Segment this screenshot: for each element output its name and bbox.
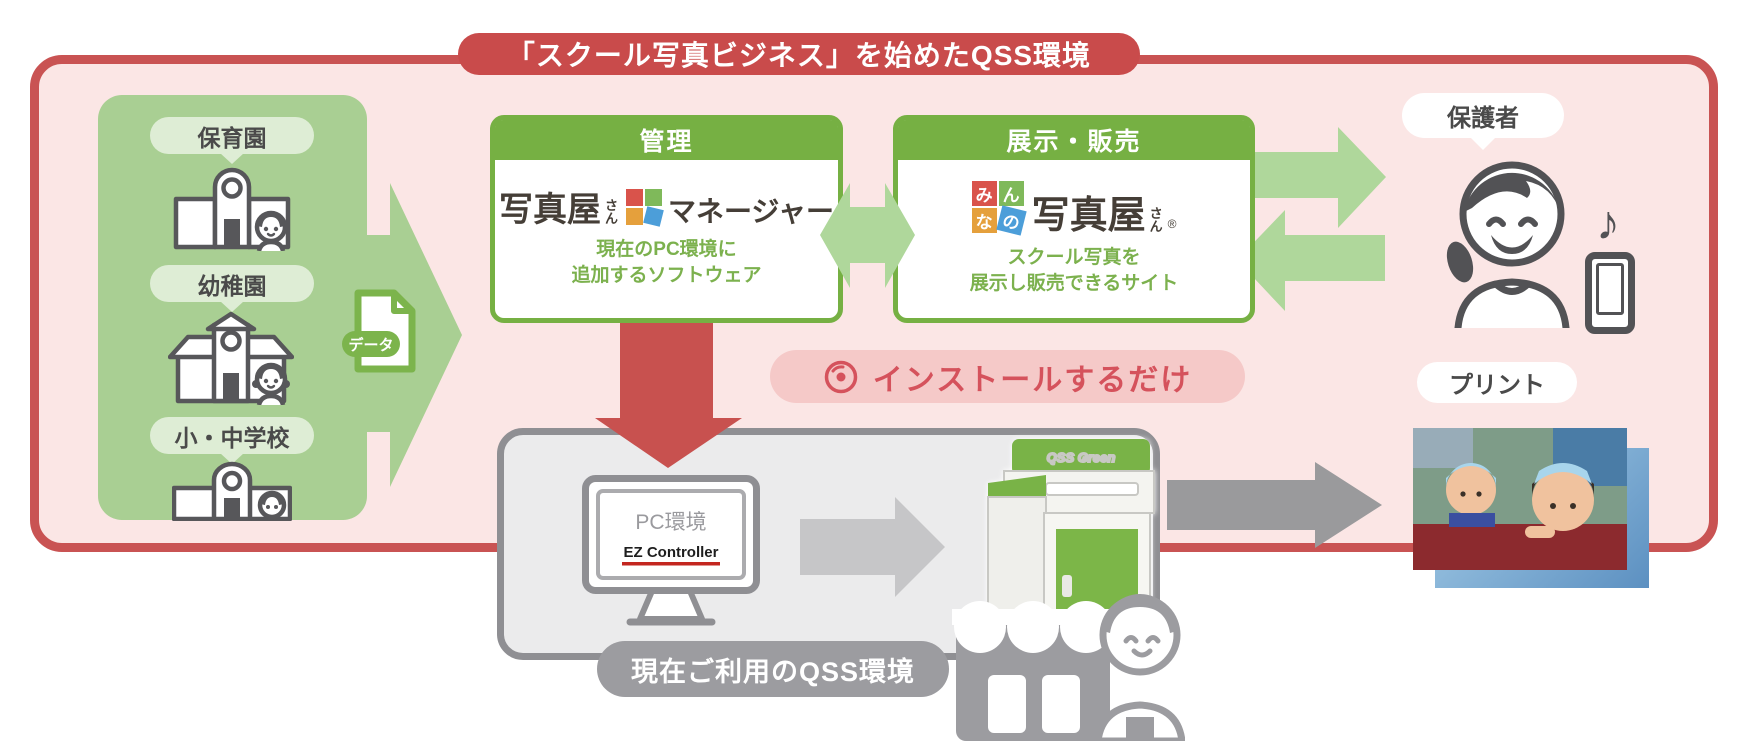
parent-label: 保護者 (1402, 93, 1564, 138)
manage-description: 現在のPC環境に 追加するソフトウェア (571, 239, 762, 286)
registered-mark: ® (1167, 217, 1177, 232)
install-label: インストールするだけ (872, 363, 1193, 397)
ez-controller-logo: EZ Controller (623, 544, 718, 561)
photo-shop-icon (952, 594, 1185, 741)
photo-print-front (1413, 428, 1627, 570)
minna-logo-squares-icon: み ん な の (971, 181, 1027, 237)
sales-site-box: 展示・販売 み ん な の 写真屋 さん ® スクール写真を 展示し販売できるサ… (893, 115, 1255, 323)
printer-brand-label: QSS Green (1047, 450, 1116, 465)
school-label-elementary: 小・中学校 (150, 417, 314, 454)
qss-environment-banner: 現在ご利用のQSS環境 (597, 641, 949, 697)
schools-group: 保育園 幼稚園 (98, 95, 367, 521)
school-label-nursery: 保育園 (150, 117, 314, 154)
pc-monitor-icon: PC環境 EZ Controller (582, 475, 760, 626)
manage-header: 管理 (495, 120, 838, 160)
print-flow-arrow (800, 497, 945, 597)
sales-header: 展示・販売 (898, 120, 1250, 160)
kindergarten-building-icon (168, 311, 294, 405)
sales-description: スクール写真を 展示し販売できるサイト (969, 247, 1179, 294)
pc-env-label: PC環境 (635, 511, 706, 534)
photo-prints (1413, 428, 1653, 590)
title-banner: 「スクール写真ビジネス」を始めたQSS環境 (458, 33, 1140, 75)
school-label-kindergarten: 幼稚園 (150, 265, 314, 302)
manage-software-box: 管理 写真屋 さん マネージャー 現在のPC環境に 追加するソフトウェア (490, 115, 843, 323)
data-file-icon: データ (342, 287, 418, 375)
shashinya-manager-logo: 写真屋 さん マネージャー (498, 189, 835, 230)
school-building-icon (172, 461, 292, 521)
page-title: 「スクール写真ビジネス」を始めたQSS環境 (506, 40, 1092, 71)
install-banner: インストールするだけ (770, 350, 1245, 403)
data-label: データ (342, 331, 400, 357)
music-note-icon: ♪ (1596, 197, 1620, 250)
smartphone-icon (1585, 252, 1635, 334)
shopkeeper-icon (1094, 594, 1185, 741)
manager-logo-squares-icon (625, 189, 664, 228)
minna-no-shashinya-logo: み ん な の 写真屋 さん ® (971, 181, 1177, 237)
mother-icon (1446, 161, 1570, 328)
nursery-building-icon (173, 167, 291, 251)
print-label: プリント (1417, 362, 1577, 403)
disc-icon (824, 360, 858, 393)
